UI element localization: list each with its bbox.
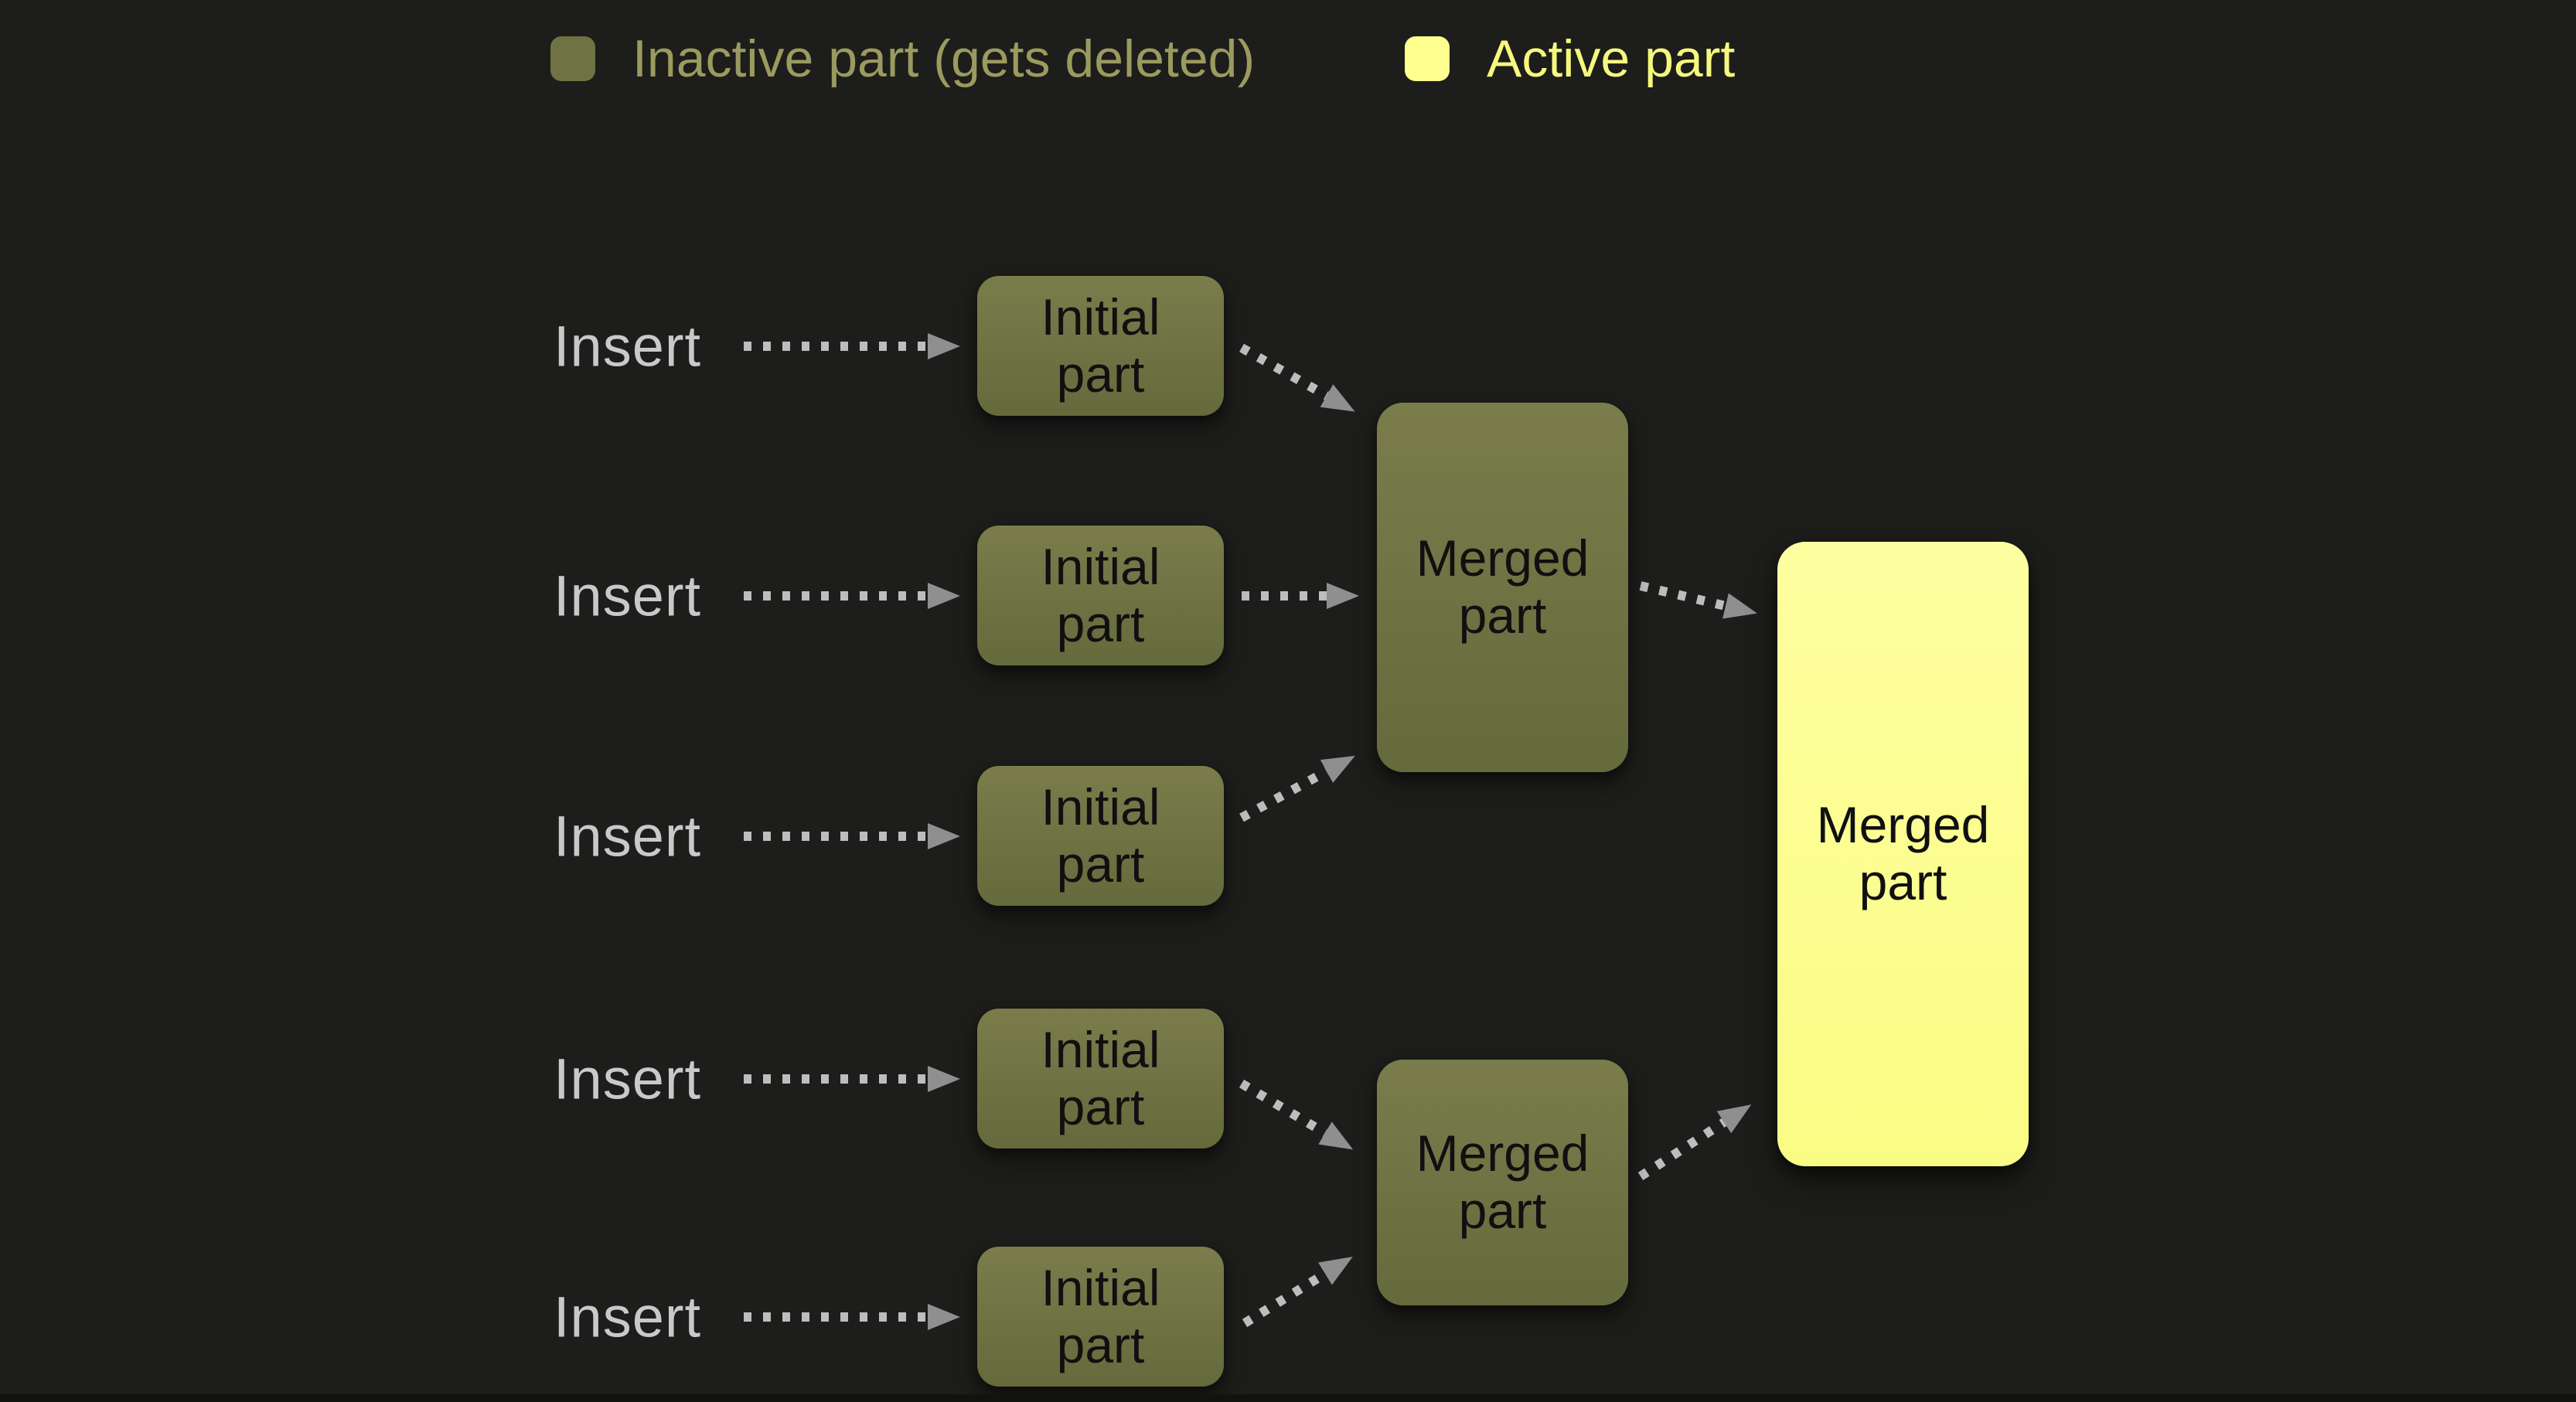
merged-part-node-active: Merged part [1777, 542, 2029, 1166]
legend-label-inactive: Inactive part (gets deleted) [632, 29, 1256, 88]
insert-label-1: Insert [554, 314, 702, 379]
legend-item-active: Active part [1405, 32, 1735, 85]
inactive-part-swatch-icon [550, 36, 595, 81]
initial-part-node-1: Initial part [977, 276, 1224, 416]
insert-label-3: Insert [554, 804, 702, 869]
initial-part-node-2: Initial part [977, 526, 1224, 665]
initial-part-label: Initial part [1041, 1258, 1160, 1373]
initial-part-label: Initial part [1041, 537, 1160, 652]
initial-part-node-5: Initial part [977, 1247, 1224, 1387]
active-part-swatch-icon [1405, 36, 1450, 81]
bottom-window-edge [0, 1394, 2576, 1402]
merged-part-node-inactive-2: Merged part [1377, 1060, 1628, 1305]
initial-part-label: Initial part [1041, 288, 1160, 403]
insert-label-5: Insert [554, 1285, 702, 1349]
merged-part-label: Merged part [1816, 796, 1990, 910]
insert-label-2: Insert [554, 563, 702, 628]
initial-part-node-4: Initial part [977, 1009, 1224, 1148]
initial-part-label: Initial part [1041, 1020, 1160, 1135]
initial-part-node-3: Initial part [977, 766, 1224, 906]
legend-item-inactive: Inactive part (gets deleted) [550, 32, 1255, 85]
merged-part-label: Merged part [1416, 1125, 1590, 1239]
merged-part-node-inactive-1: Merged part [1377, 403, 1628, 772]
initial-part-label: Initial part [1041, 778, 1160, 893]
insert-label-4: Insert [554, 1046, 702, 1111]
legend-label-active: Active part [1487, 29, 1736, 88]
merged-part-label: Merged part [1416, 529, 1590, 644]
